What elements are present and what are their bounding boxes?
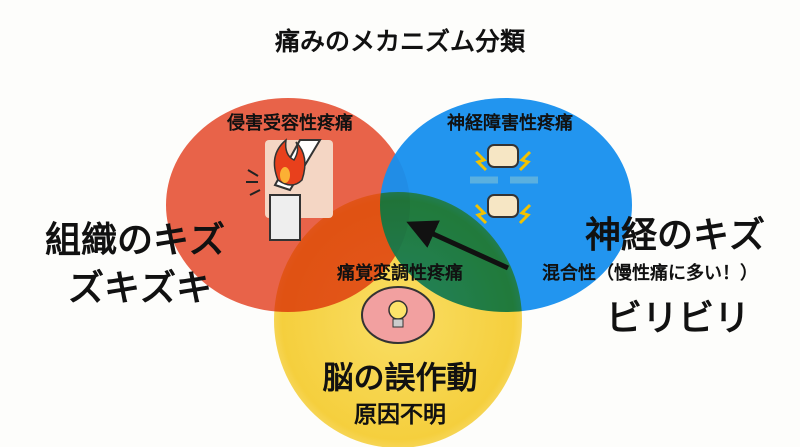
brain-lightbulb-icon (361, 286, 435, 344)
right-caption-line1: 神経のキズ (584, 215, 766, 256)
left-caption-line2: ズキズキ (67, 268, 213, 309)
nociplastic-label: 痛覚変調性疼痛 (337, 263, 463, 284)
page-title: 痛みのメカニズム分類 (274, 27, 526, 56)
mixed-label: 混合性（慢性痛に多い！） (542, 263, 758, 284)
bottom-caption-line1: 脳の誤作動 (322, 360, 478, 397)
left-caption-line1: 組織のキズ (44, 220, 226, 261)
neuropathic-label: 神経障害性疼痛 (447, 113, 573, 134)
nociceptive-label: 侵害受容性疼痛 (227, 113, 353, 134)
right-caption-line2: ビリビリ (605, 298, 751, 339)
bottom-caption-line2: 原因不明 (354, 402, 446, 428)
mixed-arrow (406, 220, 510, 271)
inflamed-knee-icon (246, 138, 333, 241)
damaged-nerve-spine-icon (470, 144, 538, 225)
